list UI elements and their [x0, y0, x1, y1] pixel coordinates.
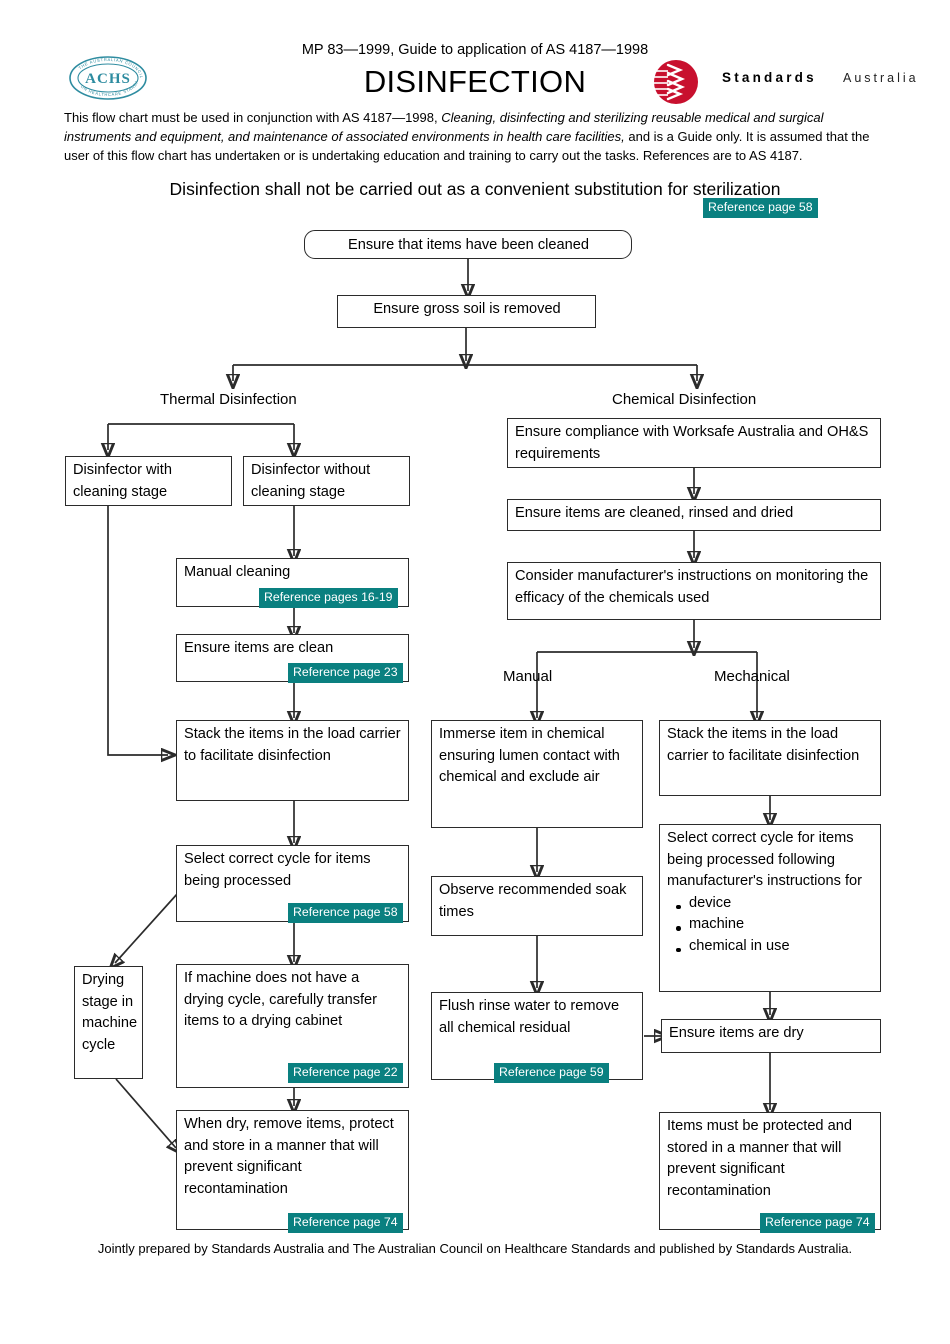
node-disinfector-with-cleaning: Disinfector with cleaning stage [65, 456, 232, 506]
node-when-dry-store-label: When dry, remove items, protect and stor… [184, 1116, 394, 1197]
footer-attribution: Jointly prepared by Standards Australia … [97, 1241, 853, 1256]
standards-australia-logo: Standards Australia [638, 58, 916, 106]
node-ensure-items-dry: Ensure items are dry [661, 1019, 881, 1053]
node-manual-cleaning-label: Manual cleaning [184, 564, 291, 580]
node-disinfector-without-cleaning: Disinfector without cleaning stage [243, 456, 410, 506]
caption-manual: Manual [503, 668, 553, 685]
list-item: machine [667, 914, 874, 936]
node-drying-cabinet-label: If machine does not have a drying cycle,… [184, 970, 378, 1029]
node-cleaned-rinsed-dried: Ensure items are cleaned, rinsed and dri… [507, 499, 881, 531]
node-ensure-cleaned: Ensure that items have been cleaned [304, 230, 632, 259]
node-items-protected-label: Items must be protected and stored in a … [667, 1118, 852, 1199]
status-badge-drying-cabinet-reference: Reference page 22 [288, 1063, 403, 1083]
status-badge-select-cycle-left-reference: Reference page 58 [288, 903, 403, 923]
node-ensure-items-clean-label: Ensure items are clean [184, 640, 334, 656]
node-stack-items-left: Stack the items in the load carrier to f… [176, 720, 409, 801]
node-items-protected-stored: Items must be protected and stored in a … [659, 1112, 881, 1230]
status-badge-manual-cleaning-reference: Reference pages 16-19 [259, 588, 398, 608]
node-immerse-item: Immerse item in chemical ensuring lumen … [431, 720, 643, 828]
status-badge-items-protected-reference: Reference page 74 [760, 1213, 875, 1233]
list-item: chemical in use [667, 936, 874, 958]
status-badge-when-dry-reference: Reference page 74 [288, 1213, 403, 1233]
caption-chemical-disinfection: Chemical Disinfection [612, 391, 757, 408]
intro-paragraph: This flow chart must be used in conjunct… [64, 108, 894, 165]
node-gross-soil: Ensure gross soil is removed [337, 295, 596, 328]
node-stack-items-right: Stack the items in the load carrier to f… [659, 720, 881, 796]
node-worksafe-compliance: Ensure compliance with Worksafe Australi… [507, 418, 881, 468]
intro-text-part2: and is a Guide only. It is assumed that … [64, 129, 870, 163]
svg-text:ACHS: ACHS [85, 71, 131, 87]
node-consider-manufacturer: Consider manufacturer's instructions on … [507, 562, 881, 620]
caption-thermal-disinfection: Thermal Disinfection [160, 391, 297, 408]
node-when-dry-store: When dry, remove items, protect and stor… [176, 1110, 409, 1230]
status-badge-banner-reference: Reference page 58 [703, 198, 818, 218]
intro-text-italic: Cleaning, disinfecting and sterilizing r… [64, 110, 824, 144]
standards-australia-wordmark-light: Australia [843, 71, 919, 85]
node-select-cycle-right: Select correct cycle for items being pro… [659, 824, 881, 992]
list-item: device [667, 893, 874, 915]
node-select-cycle-right-intro: Select correct cycle for items being pro… [667, 830, 863, 889]
status-badge-items-clean-reference: Reference page 23 [288, 663, 403, 683]
standard-reference-line: MP 83—1999, Guide to application of AS 4… [301, 42, 649, 58]
node-soak-times: Observe recommended soak times [431, 876, 643, 936]
standards-australia-wordmark-bold: Standards [722, 70, 817, 85]
node-select-cycle-left-label: Select correct cycle for items being pro… [184, 851, 371, 889]
node-select-cycle-right-bullet-list: device machine chemical in use [667, 893, 874, 958]
caption-mechanical: Mechanical [714, 668, 790, 685]
page-title: DISINFECTION [363, 64, 587, 99]
node-flush-rinse-label: Flush rinse water to remove all chemical… [439, 998, 620, 1036]
intro-text-part1: This flow chart must be used in conjunct… [64, 110, 442, 125]
node-drying-stage-machine: Drying stage in machine cycle [74, 966, 143, 1079]
achs-logo: ACHS THE AUSTRALIAN COUNCIL ON HEALTHCAR… [54, 50, 160, 102]
warning-banner: Disinfection shall not be carried out as… [169, 179, 781, 199]
status-badge-flush-rinse-reference: Reference page 59 [494, 1063, 609, 1083]
